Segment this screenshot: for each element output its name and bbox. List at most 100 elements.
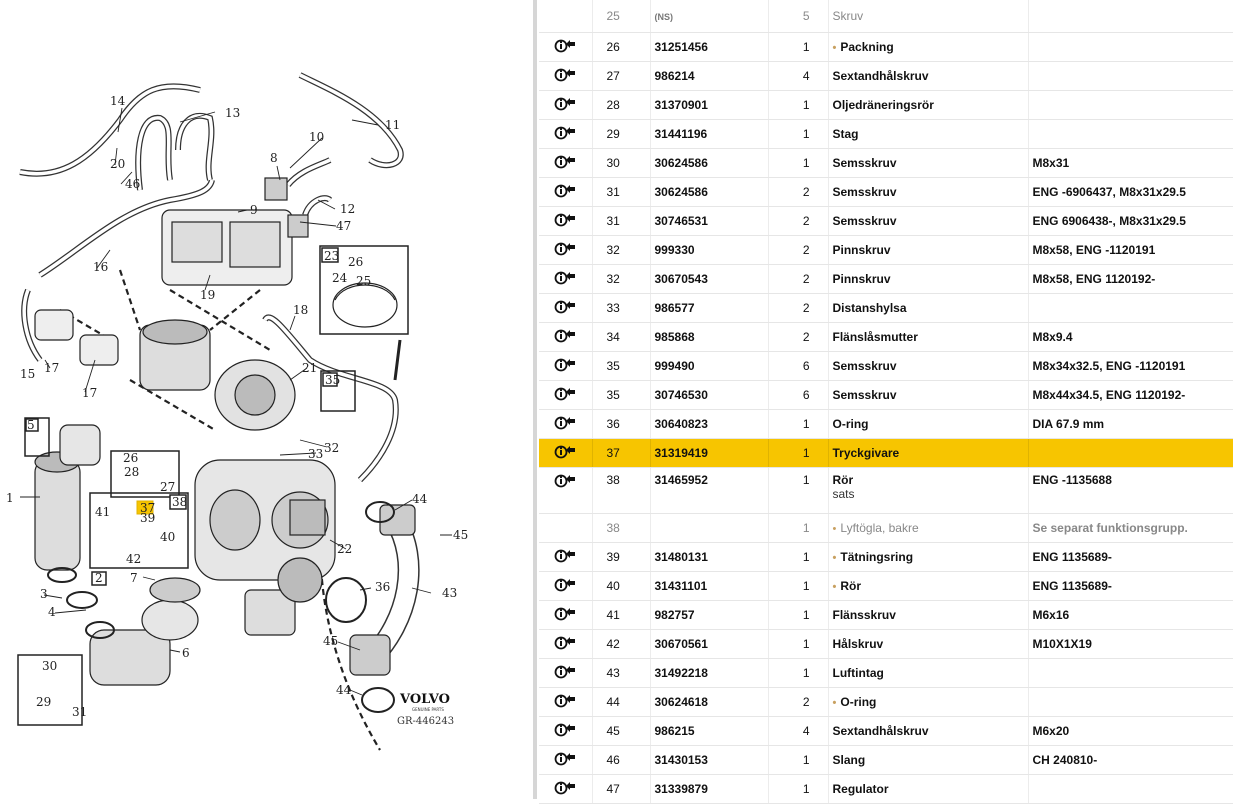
row-icon-cell[interactable] <box>539 380 593 410</box>
article-number-text: 31430153 <box>654 753 708 767</box>
svg-text:12: 12 <box>340 202 355 216</box>
row-icon-cell[interactable] <box>539 600 593 630</box>
info-arrow-icon[interactable] <box>554 212 576 228</box>
info-arrow-icon[interactable] <box>554 328 576 344</box>
info-arrow-icon[interactable] <box>554 444 576 460</box>
info-arrow-icon[interactable] <box>554 577 576 593</box>
position-text: 28 <box>606 98 620 112</box>
info-arrow-icon[interactable] <box>554 751 576 767</box>
info-arrow-icon[interactable] <box>554 780 576 796</box>
description-text: Stag <box>832 127 859 141</box>
info-arrow-icon[interactable] <box>554 67 576 83</box>
info-arrow-icon[interactable] <box>554 473 576 489</box>
article-number-cell: 30624618 <box>650 687 769 717</box>
row-icon-cell[interactable] <box>539 467 593 514</box>
row-icon-cell[interactable] <box>539 513 593 543</box>
svg-text:18: 18 <box>293 303 308 317</box>
row-icon-cell[interactable] <box>539 119 593 149</box>
remark-cell <box>1028 658 1233 688</box>
quantity-cell: 2 <box>768 687 829 717</box>
row-icon-cell[interactable] <box>539 293 593 323</box>
quantity-text: 1 <box>802 417 810 431</box>
info-arrow-icon[interactable] <box>554 664 576 680</box>
info-arrow-icon[interactable] <box>554 125 576 141</box>
row-icon-cell[interactable] <box>539 687 593 717</box>
panel-divider[interactable] <box>533 0 537 799</box>
row-icon-cell[interactable] <box>539 0 593 33</box>
info-arrow-icon[interactable] <box>554 722 576 738</box>
row-icon-cell[interactable] <box>539 206 593 236</box>
row-icon-cell[interactable] <box>539 658 593 688</box>
position-cell: 26 <box>592 32 651 62</box>
row-icon-cell[interactable] <box>539 148 593 178</box>
row-icon-cell[interactable] <box>539 774 593 804</box>
quantity-text: 1 <box>802 666 810 680</box>
row-icon-cell[interactable] <box>539 409 593 439</box>
row-icon-cell[interactable] <box>539 32 593 62</box>
quantity-cell: 1 <box>768 119 829 149</box>
article-number-text: 31492218 <box>654 666 708 680</box>
info-arrow-icon[interactable] <box>554 548 576 564</box>
row-icon-cell[interactable] <box>539 351 593 381</box>
row-icon-cell[interactable] <box>539 542 593 572</box>
svg-text:1: 1 <box>6 491 14 505</box>
row-icon-cell[interactable] <box>539 571 593 601</box>
info-arrow-icon[interactable] <box>554 693 576 709</box>
row-icon-cell[interactable] <box>539 322 593 352</box>
info-arrow-icon[interactable] <box>554 38 576 54</box>
info-arrow-icon[interactable] <box>554 299 576 315</box>
row-icon-cell[interactable] <box>539 716 593 746</box>
row-icon-cell[interactable] <box>539 629 593 659</box>
info-arrow-icon[interactable] <box>554 241 576 257</box>
row-icon-cell[interactable] <box>539 745 593 775</box>
row-icon-cell[interactable] <box>539 438 593 468</box>
info-arrow-icon[interactable] <box>554 386 576 402</box>
info-arrow-icon[interactable] <box>554 183 576 199</box>
info-arrow-icon[interactable] <box>554 606 576 622</box>
position-cell: 32 <box>592 264 651 294</box>
info-arrow-icon[interactable] <box>554 415 576 431</box>
info-arrow-icon[interactable] <box>554 96 576 112</box>
article-number-cell: 31370901 <box>650 90 769 120</box>
remark-cell: M8x58, ENG -1120191 <box>1028 235 1233 265</box>
row-icon-cell[interactable] <box>539 235 593 265</box>
row-icon-cell[interactable] <box>539 61 593 91</box>
info-arrow-icon[interactable] <box>554 270 576 286</box>
row-icon-cell[interactable] <box>539 90 593 120</box>
quantity-text: 1 <box>802 127 810 141</box>
article-number-cell: 31465952 <box>650 467 769 514</box>
row-icon-cell[interactable] <box>539 177 593 207</box>
row-icon-cell[interactable] <box>539 264 593 294</box>
svg-text:17: 17 <box>44 361 59 375</box>
info-arrow-icon[interactable] <box>554 357 576 373</box>
info-arrow-icon[interactable] <box>554 635 576 651</box>
info-arrow-icon[interactable] <box>554 154 576 170</box>
